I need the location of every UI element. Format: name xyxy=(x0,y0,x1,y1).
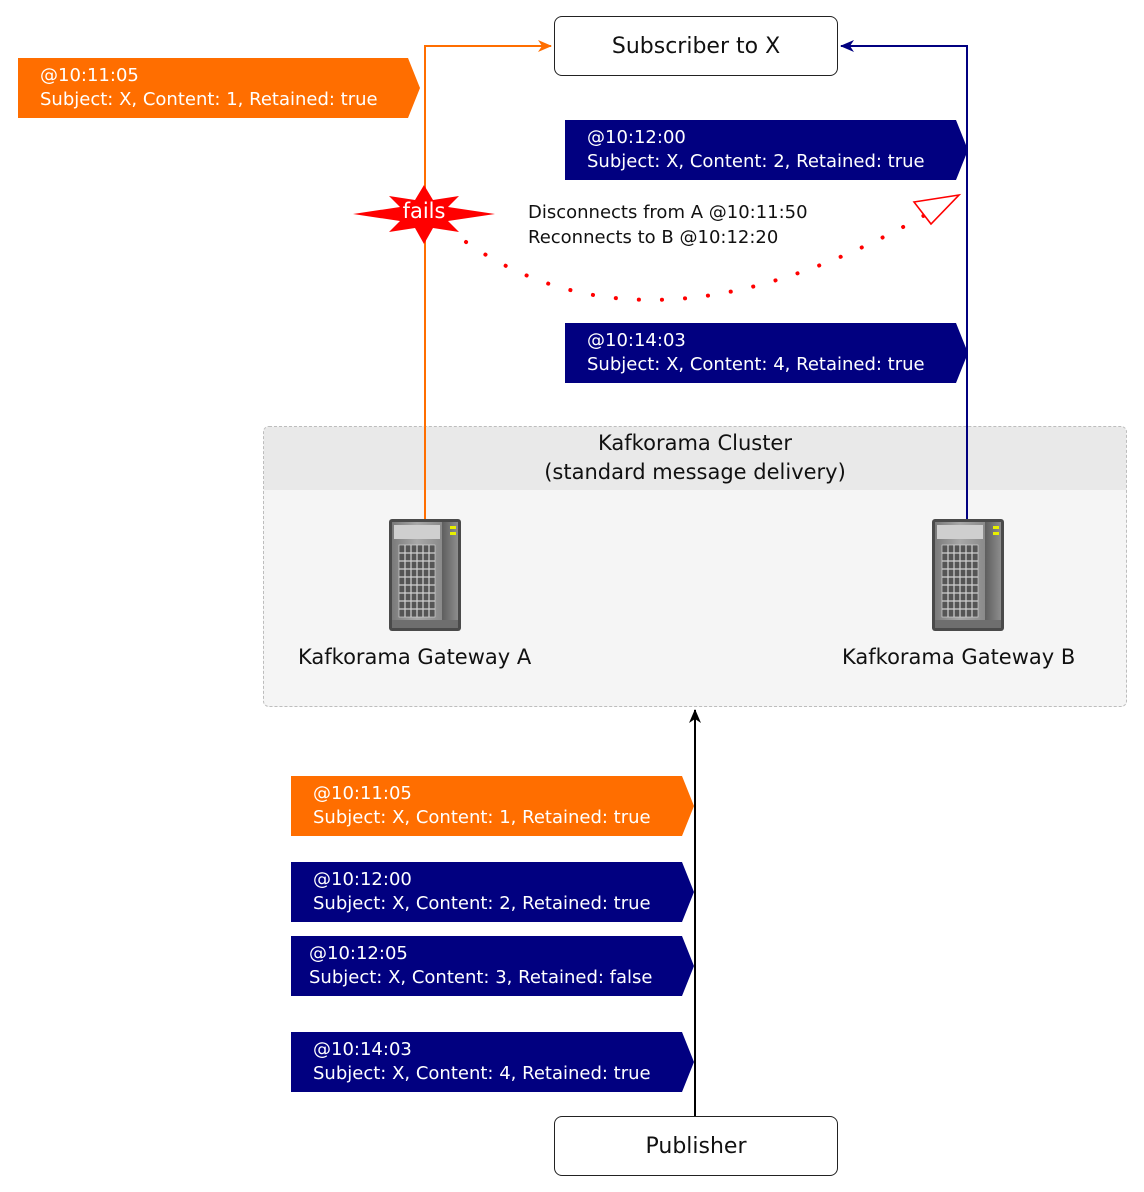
published-message-2: @10:12:00 Subject: X, Content: 2, Retain… xyxy=(291,862,694,922)
delivered-message-3: @10:14:03 Subject: X, Content: 4, Retain… xyxy=(565,323,968,383)
reconnect-note: Disconnects from A @10:11:50 Reconnects … xyxy=(528,200,808,250)
server-icon-a xyxy=(389,519,461,631)
cluster-title: Kafkorama Cluster xyxy=(598,431,792,455)
publisher-label: Publisher xyxy=(645,1133,747,1159)
cluster-subtitle: (standard message delivery) xyxy=(544,460,846,484)
subscriber-node: Subscriber to X xyxy=(554,16,838,76)
published-message-3: @10:12:05 Subject: X, Content: 3, Retain… xyxy=(291,936,694,996)
message-time: @10:11:05 xyxy=(313,783,412,804)
message-text: Subject: X, Content: 4, Retained: true xyxy=(313,1063,651,1084)
message-text: Subject: X, Content: 1, Retained: true xyxy=(313,807,651,828)
message-text: Subject: X, Content: 4, Retained: true xyxy=(587,354,925,375)
subscriber-label: Subscriber to X xyxy=(611,33,781,59)
reconnect-note-line1: Disconnects from A @10:11:50 xyxy=(528,202,808,223)
message-time: @10:14:03 xyxy=(587,330,686,351)
message-time: @10:12:05 xyxy=(309,943,408,964)
server-icon-b xyxy=(932,519,1004,631)
published-message-4: @10:14:03 Subject: X, Content: 4, Retain… xyxy=(291,1032,694,1092)
message-time: @10:12:00 xyxy=(587,127,686,148)
delivered-message-1: @10:11:05 Subject: X, Content: 1, Retain… xyxy=(18,58,420,118)
explosion-icon xyxy=(353,185,495,244)
gateway-b-label: Kafkorama Gateway B xyxy=(842,645,1076,669)
message-text: Subject: X, Content: 2, Retained: true xyxy=(587,151,925,172)
message-time: @10:12:00 xyxy=(313,869,412,890)
reconnect-note-line2: Reconnects to B @10:12:20 xyxy=(528,227,779,248)
failure-label: fails xyxy=(402,199,446,223)
reconnect-arrowhead xyxy=(912,193,962,226)
published-message-1: @10:11:05 Subject: X, Content: 1, Retain… xyxy=(291,776,694,836)
message-text: Subject: X, Content: 1, Retained: true xyxy=(40,89,378,110)
gateway-a-label: Kafkorama Gateway A xyxy=(298,645,532,669)
message-text: Subject: X, Content: 2, Retained: true xyxy=(313,893,651,914)
message-time: @10:14:03 xyxy=(313,1039,412,1060)
publisher-node: Publisher xyxy=(554,1116,838,1176)
gateway-b-connection xyxy=(840,40,968,520)
delivered-message-2: @10:12:00 Subject: X, Content: 2, Retain… xyxy=(565,120,968,180)
gateway-a-connection xyxy=(424,40,552,520)
message-text: Subject: X, Content: 3, Retained: false xyxy=(309,967,653,988)
message-time: @10:11:05 xyxy=(40,65,139,86)
cluster-header: Kafkorama Cluster (standard message deli… xyxy=(264,427,1126,490)
